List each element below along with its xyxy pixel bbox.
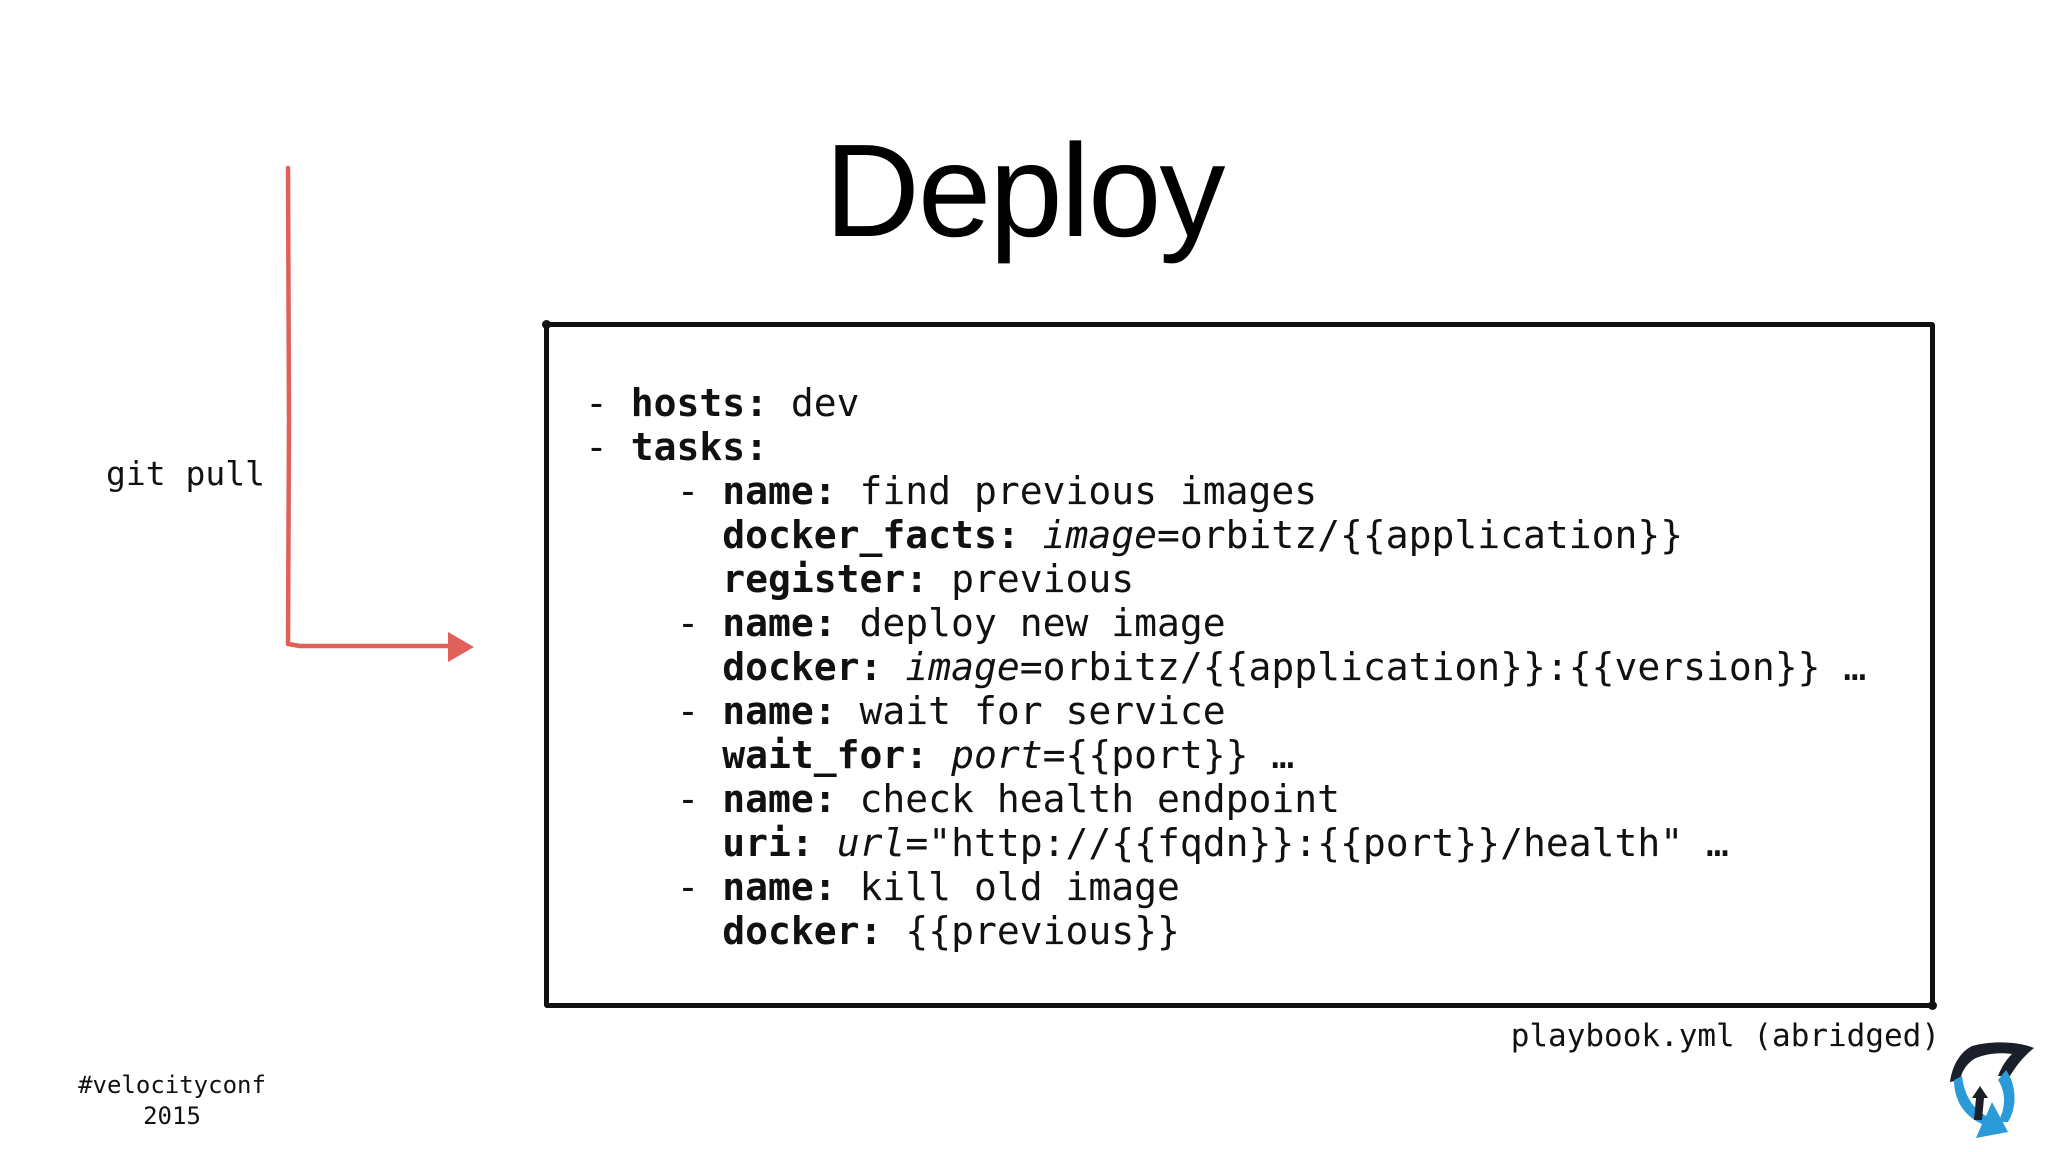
code-key: name:: [722, 865, 837, 909]
code-key: hosts:: [630, 381, 769, 425]
code-pre: wait for service: [836, 689, 1226, 733]
code-line: - tasks:: [585, 425, 1866, 469]
code-key: uri:: [722, 821, 814, 865]
code-indent: [585, 777, 677, 821]
code-indent: [585, 821, 722, 865]
code-pre: [928, 733, 951, 777]
code-line: - name: find previous images: [585, 469, 1866, 513]
code-key: wait_for:: [722, 733, 929, 777]
code-line: uri: url="http://{{fqdn}}:{{port}}/healt…: [585, 821, 1866, 865]
hashtag-text: #velocityconf: [78, 1071, 266, 1099]
code-key: name:: [722, 469, 837, 513]
code-pre: deploy new image: [836, 601, 1226, 645]
code-line: docker_facts: image=orbitz/{{application…: [585, 513, 1866, 557]
code-indent: [585, 469, 677, 513]
arrow-head: [448, 632, 474, 662]
code-param: image: [1042, 513, 1157, 557]
code-param: url: [836, 821, 906, 865]
code-indent: [585, 557, 722, 601]
orbitz-logo-icon: [1950, 1042, 2034, 1138]
code-indent: [585, 909, 722, 953]
code-indent: [585, 601, 677, 645]
code-line: - name: kill old image: [585, 865, 1866, 909]
code-indent: [585, 645, 722, 689]
code-dash: -: [676, 601, 723, 645]
code-caption: playbook.yml (abridged): [1510, 1018, 1940, 1054]
code-key: name:: [722, 601, 837, 645]
code-line: wait_for: port={{port}} …: [585, 733, 1866, 777]
code-indent: [585, 513, 722, 557]
code-key: register:: [722, 557, 929, 601]
code-box: - hosts: dev- tasks: - name: find previo…: [542, 320, 1937, 1010]
footer-hashtag: #velocityconf 2015: [60, 1070, 284, 1132]
code-pre: check health endpoint: [836, 777, 1340, 821]
code-line: register: previous: [585, 557, 1866, 601]
code-post: ="http://{{fqdn}}:{{port}}/health" …: [905, 821, 1729, 865]
code-pre: previous: [928, 557, 1135, 601]
code-dash: -: [585, 381, 631, 425]
code-key: docker_facts:: [722, 513, 1020, 557]
code-post: ={{port}} …: [1042, 733, 1295, 777]
code-line: - name: check health endpoint: [585, 777, 1866, 821]
code-post: =orbitz/{{application}}: [1156, 513, 1684, 557]
code-dash: -: [676, 689, 723, 733]
code-pre: [814, 821, 837, 865]
code-pre: {{previous}}: [882, 909, 1180, 953]
code-line: - name: wait for service: [585, 689, 1866, 733]
code-param: image: [905, 645, 1020, 689]
code-line: - hosts: dev: [585, 381, 1866, 425]
code-pre: dev: [768, 381, 860, 425]
code-indent: [585, 733, 722, 777]
code-dash: -: [676, 777, 723, 821]
year-text: 2015: [143, 1102, 201, 1130]
code-param: port: [951, 733, 1043, 777]
code-dash: -: [676, 865, 723, 909]
code-pre: find previous images: [836, 469, 1318, 513]
git-pull-label: git pull: [106, 454, 265, 493]
code-key: tasks:: [630, 425, 769, 469]
code-indent: [585, 689, 677, 733]
code-dash: -: [585, 425, 631, 469]
code-dash: -: [676, 469, 723, 513]
code-indent: [585, 865, 677, 909]
code-pre: [1020, 513, 1043, 557]
playbook-code: - hosts: dev- tasks: - name: find previo…: [585, 381, 1866, 953]
code-line: - name: deploy new image: [585, 601, 1866, 645]
code-key: name:: [722, 777, 837, 821]
code-pre: [882, 645, 905, 689]
code-key: docker:: [722, 645, 883, 689]
slide-title: Deploy: [824, 117, 1226, 264]
code-post: =orbitz/{{application}}:{{version}} …: [1019, 645, 1867, 689]
code-key: docker:: [722, 909, 883, 953]
code-key: name:: [722, 689, 837, 733]
code-line: docker: image=orbitz/{{application}}:{{v…: [585, 645, 1866, 689]
code-line: docker: {{previous}}: [585, 909, 1866, 953]
code-pre: kill old image: [836, 865, 1180, 909]
